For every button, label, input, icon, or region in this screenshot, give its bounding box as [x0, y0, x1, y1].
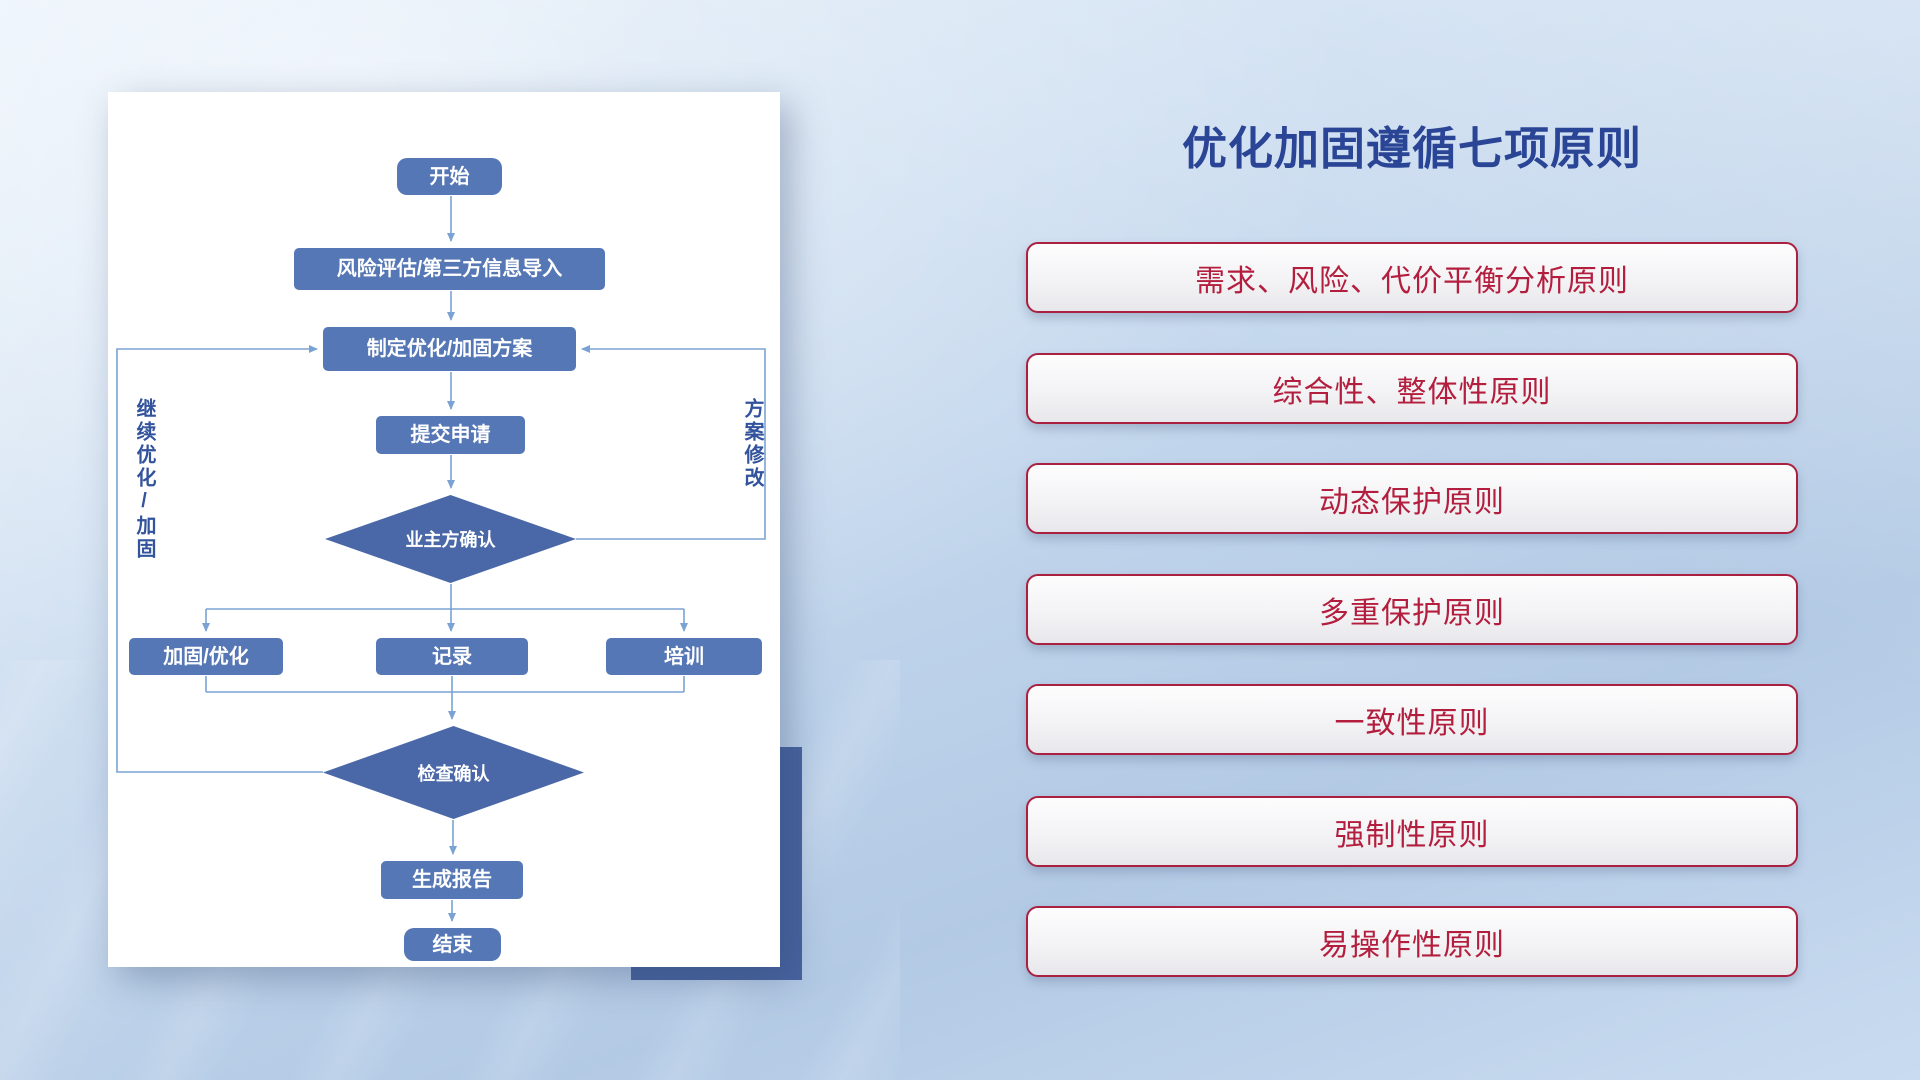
- flow-decision-check-confirm-label: 检查确认: [417, 763, 490, 784]
- principle-item: 一致性原则: [1026, 684, 1798, 755]
- principle-item: 综合性、整体性原则: [1026, 353, 1798, 424]
- flow-node-risk-assessment: 风险评估/第三方信息导入: [294, 248, 605, 290]
- flow-decision-owner-confirm: 业主方确认: [325, 495, 576, 583]
- flow-node-start: 开始: [397, 158, 502, 195]
- flowchart-panel: 开始 风险评估/第三方信息导入 制定优化/加固方案 提交申请 业主方确认 加固/…: [108, 92, 780, 967]
- flow-node-training: 培训: [606, 638, 762, 675]
- principle-item: 多重保护原则: [1026, 574, 1798, 645]
- page-title: 优化加固遵循七项原则: [1181, 123, 1642, 174]
- flow-node-make-plan: 制定优化/加固方案: [323, 327, 576, 371]
- flow-decision-check-confirm: 检查确认: [323, 726, 584, 819]
- principle-item: 强制性原则: [1026, 796, 1798, 867]
- flow-label-continue-optimize: 继续优化/加固: [133, 398, 155, 561]
- principle-item: 动态保护原则: [1026, 463, 1798, 534]
- flow-node-end: 结束: [404, 928, 501, 961]
- flow-decision-owner-confirm-label: 业主方确认: [405, 530, 496, 550]
- flow-node-record: 记录: [376, 638, 528, 675]
- flow-node-harden-optimize: 加固/优化: [129, 638, 283, 675]
- principle-item: 易操作性原则: [1026, 906, 1798, 977]
- principle-item: 需求、风险、代价平衡分析原则: [1026, 242, 1798, 313]
- flow-node-submit-request: 提交申请: [376, 416, 525, 454]
- flow-node-generate-report: 生成报告: [381, 861, 523, 899]
- flow-label-plan-revision: 方案修改: [741, 398, 763, 490]
